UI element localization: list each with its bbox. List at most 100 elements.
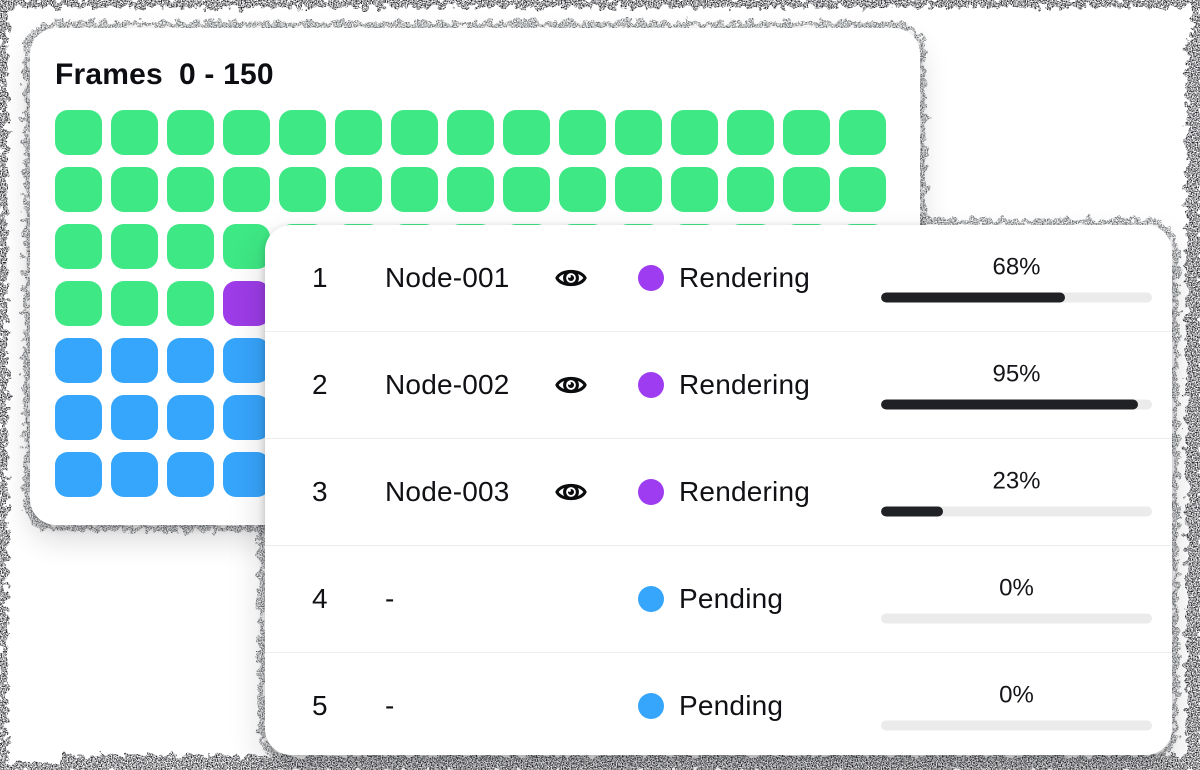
frames-title: Frames 0 - 150 bbox=[55, 58, 274, 92]
frame-cell bbox=[167, 452, 214, 497]
node-index: 1 bbox=[312, 262, 328, 293]
frame-cell bbox=[167, 395, 214, 440]
frame-cell bbox=[503, 167, 550, 212]
frame-cell bbox=[111, 338, 158, 383]
frame-cell bbox=[391, 167, 438, 212]
frame-cell bbox=[111, 452, 158, 497]
status-dot bbox=[638, 372, 664, 398]
eye-icon[interactable] bbox=[552, 475, 590, 509]
nodes-list: 1 Node-001 Rendering 68% 2 Node-002 bbox=[265, 225, 1172, 755]
progress: 0% bbox=[881, 682, 1152, 731]
progress: 0% bbox=[881, 575, 1152, 624]
frames-range: 0 - 150 bbox=[178, 58, 274, 91]
frame-cell bbox=[111, 224, 158, 269]
frame-cell bbox=[727, 110, 774, 155]
frame-cell bbox=[335, 110, 382, 155]
node-index: 4 bbox=[312, 583, 328, 614]
progress-percent: 0% bbox=[999, 681, 1034, 709]
frame-cell bbox=[335, 167, 382, 212]
nodes-panel: 1 Node-001 Rendering 68% 2 Node-002 bbox=[265, 225, 1172, 755]
frame-cell bbox=[111, 281, 158, 326]
frame-cell bbox=[223, 338, 270, 383]
status-dot bbox=[638, 586, 664, 612]
progress-percent: 0% bbox=[999, 574, 1034, 602]
frame-cell bbox=[55, 281, 102, 326]
frame-cell bbox=[559, 110, 606, 155]
frame-cell bbox=[279, 167, 326, 212]
frame-cell bbox=[391, 110, 438, 155]
node-name: Node-001 bbox=[385, 262, 510, 293]
frame-cell bbox=[223, 395, 270, 440]
frame-cell bbox=[671, 167, 718, 212]
status-label: Rendering bbox=[679, 262, 810, 293]
frame-cell bbox=[839, 167, 886, 212]
node-row: 2 Node-002 Rendering 95% bbox=[265, 331, 1172, 438]
frame-cell bbox=[559, 167, 606, 212]
frame-cell bbox=[55, 224, 102, 269]
frame-cell bbox=[167, 224, 214, 269]
eye-icon[interactable] bbox=[552, 368, 590, 402]
progress: 68% bbox=[881, 254, 1152, 303]
frame-cell bbox=[279, 110, 326, 155]
progress-fill bbox=[881, 292, 1066, 303]
progress-percent: 95% bbox=[992, 360, 1041, 388]
frame-cell bbox=[111, 167, 158, 212]
frame-cell bbox=[55, 110, 102, 155]
frame-cell bbox=[167, 338, 214, 383]
frames-title-label: Frames bbox=[55, 58, 163, 91]
progress-fill bbox=[881, 399, 1139, 410]
node-name: - bbox=[385, 583, 395, 614]
frame-cell bbox=[671, 110, 718, 155]
frame-cell bbox=[167, 167, 214, 212]
progress-percent: 23% bbox=[992, 467, 1041, 495]
frame-cell bbox=[839, 110, 886, 155]
status-label: Pending bbox=[679, 690, 784, 721]
frame-cell bbox=[111, 395, 158, 440]
status-label: Rendering bbox=[679, 476, 810, 507]
frame-cell bbox=[167, 281, 214, 326]
frame-cell bbox=[167, 110, 214, 155]
frame-cell bbox=[111, 110, 158, 155]
frame-cell bbox=[55, 338, 102, 383]
status-label: Pending bbox=[679, 583, 784, 614]
frame-cell bbox=[223, 167, 270, 212]
progress-fill bbox=[881, 506, 944, 517]
progress: 23% bbox=[881, 468, 1152, 517]
frame-cell bbox=[615, 110, 662, 155]
frame-cell bbox=[223, 452, 270, 497]
frame-cell bbox=[447, 110, 494, 155]
frame-cell bbox=[783, 110, 830, 155]
progress-track bbox=[881, 292, 1152, 303]
node-row: 1 Node-001 Rendering 68% bbox=[265, 225, 1172, 331]
frame-cell bbox=[55, 167, 102, 212]
status-label: Rendering bbox=[679, 369, 810, 400]
node-name: Node-003 bbox=[385, 476, 510, 507]
node-name: - bbox=[385, 690, 395, 721]
frame-cell bbox=[727, 167, 774, 212]
progress-percent: 68% bbox=[992, 253, 1041, 281]
status-dot bbox=[638, 265, 664, 291]
frame-cell bbox=[447, 167, 494, 212]
progress-track bbox=[881, 399, 1152, 410]
frame-cell bbox=[223, 224, 270, 269]
node-row: 4 - Pending 0% bbox=[265, 545, 1172, 652]
status-dot bbox=[638, 479, 664, 505]
node-row: 5 - Pending 0% bbox=[265, 652, 1172, 755]
progress-track bbox=[881, 506, 1152, 517]
node-row: 3 Node-003 Rendering 23% bbox=[265, 438, 1172, 545]
frame-cell bbox=[55, 452, 102, 497]
node-name: Node-002 bbox=[385, 369, 510, 400]
progress: 95% bbox=[881, 361, 1152, 410]
status-dot bbox=[638, 693, 664, 719]
node-index: 2 bbox=[312, 369, 328, 400]
frame-cell bbox=[615, 167, 662, 212]
node-index: 3 bbox=[312, 476, 328, 507]
frame-cell bbox=[783, 167, 830, 212]
frame-cell bbox=[223, 281, 270, 326]
frame-cell bbox=[223, 110, 270, 155]
progress-track bbox=[881, 720, 1152, 731]
progress-track bbox=[881, 613, 1152, 624]
eye-icon[interactable] bbox=[552, 261, 590, 295]
frame-cell bbox=[503, 110, 550, 155]
node-index: 5 bbox=[312, 690, 328, 721]
